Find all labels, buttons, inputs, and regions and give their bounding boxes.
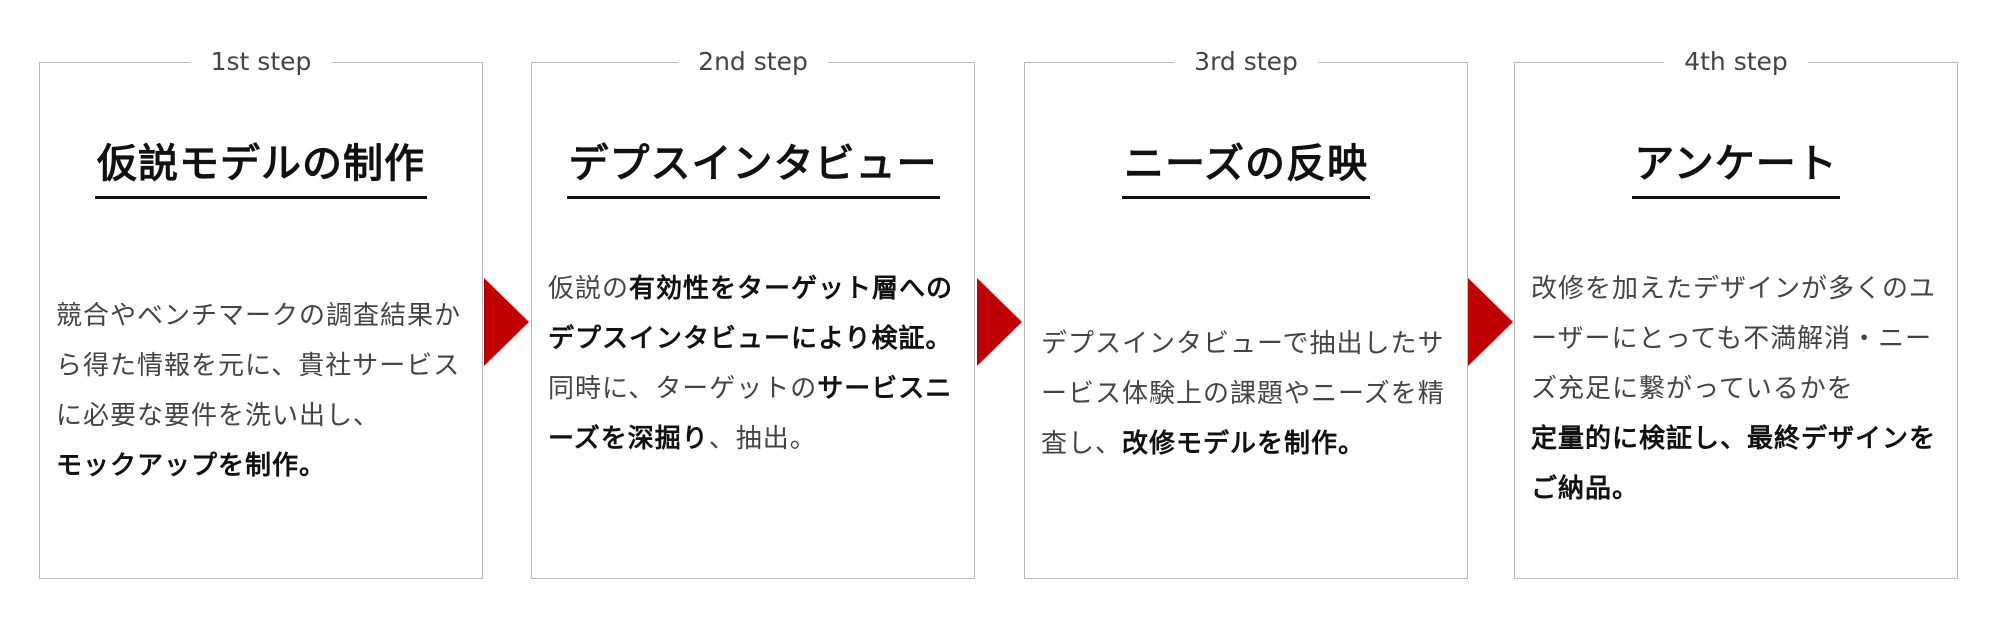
step-text: 同時に、ターゲットの (548, 374, 818, 404)
step-text-bold: 改修モデルを制作。 (1122, 429, 1366, 459)
step-title: ニーズの反映 (1025, 138, 1467, 199)
arrow-right-icon (977, 278, 1022, 366)
step-title: デプスインタビュー (532, 138, 974, 199)
arrow-right-icon (1468, 278, 1513, 366)
step-title: 仮説モデルの制作 (40, 138, 482, 199)
step-text: デプスインタビューで抽出したサービス体験上の課題やニーズを精査し、 (1041, 329, 1445, 459)
step-label: 2nd step (678, 47, 828, 77)
step-title-text: ニーズの反映 (1122, 138, 1370, 199)
step-description: 競合やベンチマークの調査結果から得た情報を元に、貴社サービスに必要な要件を洗い出… (56, 291, 470, 491)
step-description: 改修を加えたデザインが多くのユーザーにとっても不満解消・ニーズ充足に繋がっている… (1531, 264, 1945, 514)
step-text-bold: 定量的に検証し、最終デザインをご納品。 (1531, 424, 1937, 504)
step-text: 、抽出。 (708, 424, 817, 454)
step-title-text: デプスインタビュー (566, 138, 940, 199)
step-description: 仮説の有効性をターゲット層へのデプスインタビューにより検証。 同時に、ターゲット… (548, 264, 962, 464)
step-text-bold: サービスニーズを深掘り (548, 374, 953, 454)
step-text-bold: モックアップを制作。 (56, 451, 327, 481)
step-label: 3rd step (1174, 47, 1318, 77)
step-label: 4th step (1664, 47, 1808, 77)
step-text: 仮説の (548, 274, 630, 304)
step-box-3: 3rd step ニーズの反映 デプスインタビューで抽出したサービス体験上の課題… (1024, 47, 1468, 579)
step-label: 1st step (190, 47, 332, 77)
step-title-text: アンケート (1632, 138, 1840, 199)
step-box-1: 1st step 仮説モデルの制作 競合やベンチマークの調査結果から得た情報を元… (39, 47, 483, 579)
step-text-bold: 有効性をターゲット層へのデプスインタビューにより検証。 (548, 274, 954, 354)
step-box-2: 2nd step デプスインタビュー 仮説の有効性をターゲット層へのデプスインタ… (531, 47, 975, 579)
step-text: 改修を加えたデザインが多くのユーザーにとっても不満解消・ニーズ充足に繋がっている… (1531, 274, 1937, 404)
step-description: デプスインタビューで抽出したサービス体験上の課題やニーズを精査し、改修モデルを制… (1041, 319, 1455, 469)
arrow-right-icon (484, 278, 529, 366)
step-title: アンケート (1515, 138, 1957, 199)
step-box-4: 4th step アンケート 改修を加えたデザインが多くのユーザーにとっても不満… (1514, 47, 1958, 579)
step-text: 競合やベンチマークの調査結果から得た情報を元に、貴社サービスに必要な要件を洗い出… (56, 301, 462, 431)
step-title-text: 仮説モデルの制作 (95, 138, 427, 199)
